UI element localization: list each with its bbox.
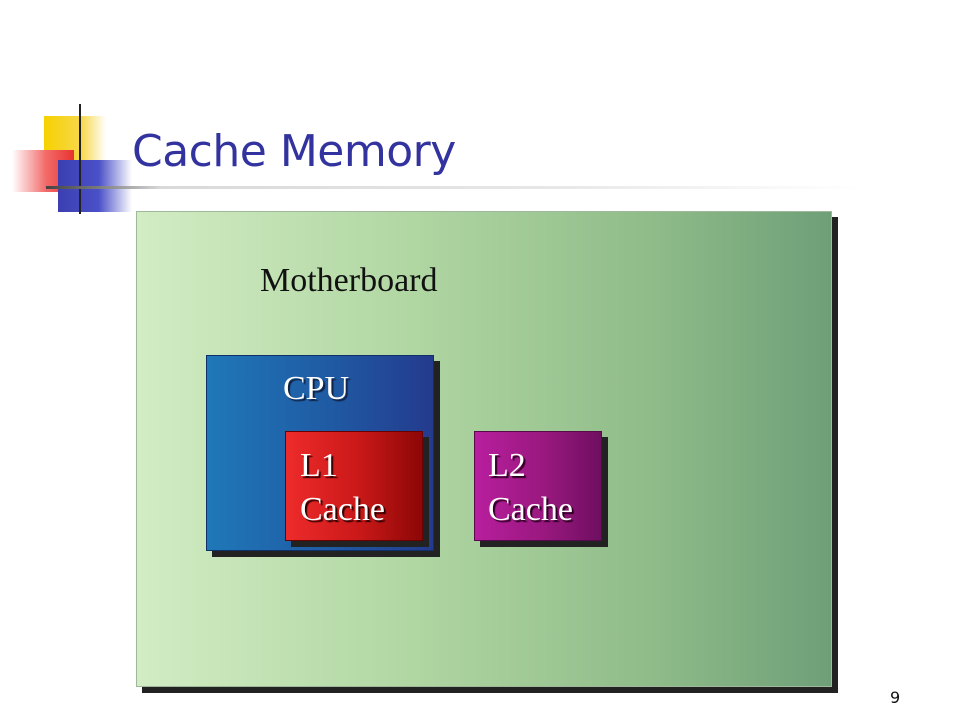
page-number: 9 [890,688,901,707]
title-decoration-vertical-line [79,104,81,214]
slide-title: Cache Memory [132,126,456,177]
l1-cache-label-line2: Cache [300,491,385,528]
l1-cache-box [285,431,423,541]
l2-cache-label: L2 Cache [488,444,573,532]
title-underline [46,186,866,189]
l2-cache-label-line2: Cache [488,491,573,528]
cpu-label: CPU [283,370,350,407]
motherboard-label: Motherboard [260,262,438,299]
l2-cache-box [474,431,602,541]
l1-cache-label: L1 Cache [300,444,385,532]
l2-cache-label-line1: L2 [488,447,526,484]
l1-cache-label-line1: L1 [300,447,338,484]
